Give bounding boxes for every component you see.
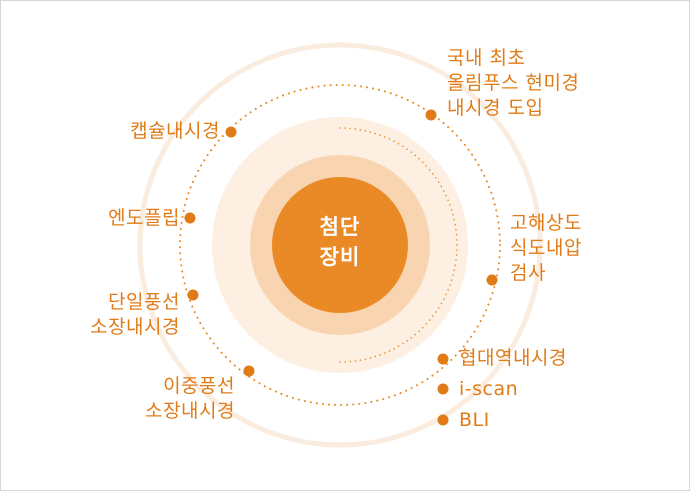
label-list-1: 협대역내시경 — [459, 347, 567, 369]
faint-outer-ring — [137, 42, 543, 448]
label-high-res-line3: 검사 — [510, 262, 546, 284]
node-capsule — [225, 126, 237, 138]
node-list-1 — [437, 353, 449, 365]
label-single-balloon-line2: 소장내시경 — [90, 316, 180, 338]
core-label: 첨단 장비 — [285, 212, 395, 272]
node-single-balloon — [187, 289, 199, 301]
label-high-res: 고해상도 식도내압 검사 — [510, 211, 582, 286]
node-high-res — [486, 274, 498, 286]
node-top-right — [425, 109, 437, 121]
label-double-balloon: 이중풍선 소장내시경 — [95, 374, 235, 424]
label-single-balloon-line1: 단일풍선 — [108, 291, 180, 313]
inner-dotted-arc — [339, 127, 458, 363]
label-double-balloon-line2: 소장내시경 — [145, 400, 235, 422]
label-list-2: i-scan — [459, 378, 519, 400]
dotted-orbit — [179, 84, 501, 406]
node-list-2 — [437, 383, 449, 395]
label-top-right-line3: 내시경 도입 — [447, 97, 544, 119]
label-top-right-line1: 국내 최초 — [447, 47, 526, 69]
node-double-balloon — [243, 365, 255, 377]
core-label-line1: 첨단 — [319, 215, 361, 239]
label-list-3: BLI — [459, 409, 490, 431]
label-single-balloon: 단일풍선 소장내시경 — [40, 290, 180, 340]
label-top-right: 국내 최초 올림푸스 현미경 내시경 도입 — [447, 46, 579, 121]
label-endo-flip: 엔도플립 — [108, 207, 180, 229]
label-high-res-line1: 고해상도 — [510, 212, 582, 234]
node-list-3 — [437, 414, 449, 426]
label-top-right-line2: 올림푸스 현미경 — [447, 72, 580, 94]
core-label-line2: 장비 — [319, 245, 361, 269]
label-high-res-line2: 식도내압 — [510, 237, 582, 259]
label-capsule: 캡슐내시경 — [130, 120, 220, 142]
core-circle — [272, 177, 408, 313]
label-double-balloon-line1: 이중풍선 — [163, 375, 235, 397]
node-endo-flip — [184, 212, 196, 224]
